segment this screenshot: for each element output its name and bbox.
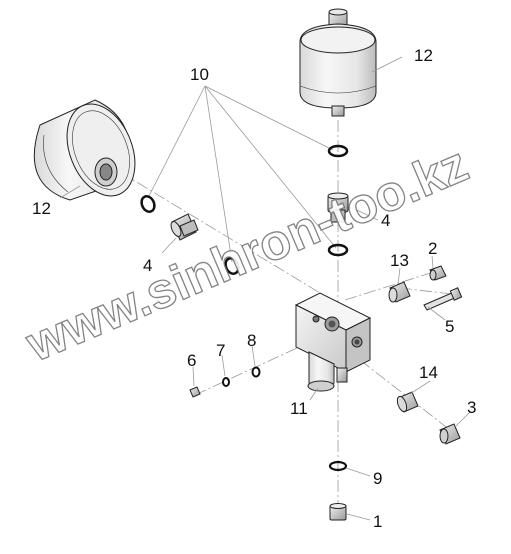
solenoid-cartridge — [307, 351, 348, 392]
callout-leaders — [59, 56, 471, 521]
plug-2 — [429, 265, 447, 281]
callout-8: 8 — [247, 331, 256, 350]
callout-12-left: 12 — [32, 199, 51, 218]
callout-9: 9 — [373, 469, 382, 488]
plug-right — [439, 423, 461, 445]
o-rings — [140, 144, 349, 472]
callout-4-left: 4 — [143, 256, 152, 275]
fitting-14 — [396, 391, 419, 413]
callout-10-leaders — [147, 85, 337, 263]
callout-12-top: 12 — [414, 46, 433, 65]
small-parts-6-7-8 — [189, 366, 261, 398]
assembly-axes — [119, 120, 461, 515]
callout-3: 3 — [467, 398, 476, 417]
accumulator-left — [33, 99, 136, 201]
callout-2: 2 — [428, 239, 437, 258]
accumulator-top — [299, 8, 377, 117]
callout-13: 13 — [390, 251, 409, 270]
bolt — [423, 287, 463, 311]
callout-6: 6 — [187, 351, 196, 370]
callout-10: 10 — [190, 65, 209, 84]
callout-1: 1 — [373, 512, 382, 531]
callout-11: 11 — [290, 399, 308, 418]
callout-7: 7 — [216, 341, 225, 360]
plug-bottom — [329, 503, 347, 521]
callout-labels: 10 12 12 4 4 13 2 5 6 7 8 14 11 3 9 1 — [32, 46, 476, 531]
fitting-13 — [388, 281, 411, 303]
fitting-elbow-left — [170, 213, 199, 241]
fitting-elbow-top — [327, 192, 349, 223]
callout-14: 14 — [419, 363, 438, 382]
callout-5: 5 — [445, 317, 454, 336]
valve-block — [294, 292, 372, 373]
callout-4-top: 4 — [381, 211, 390, 230]
